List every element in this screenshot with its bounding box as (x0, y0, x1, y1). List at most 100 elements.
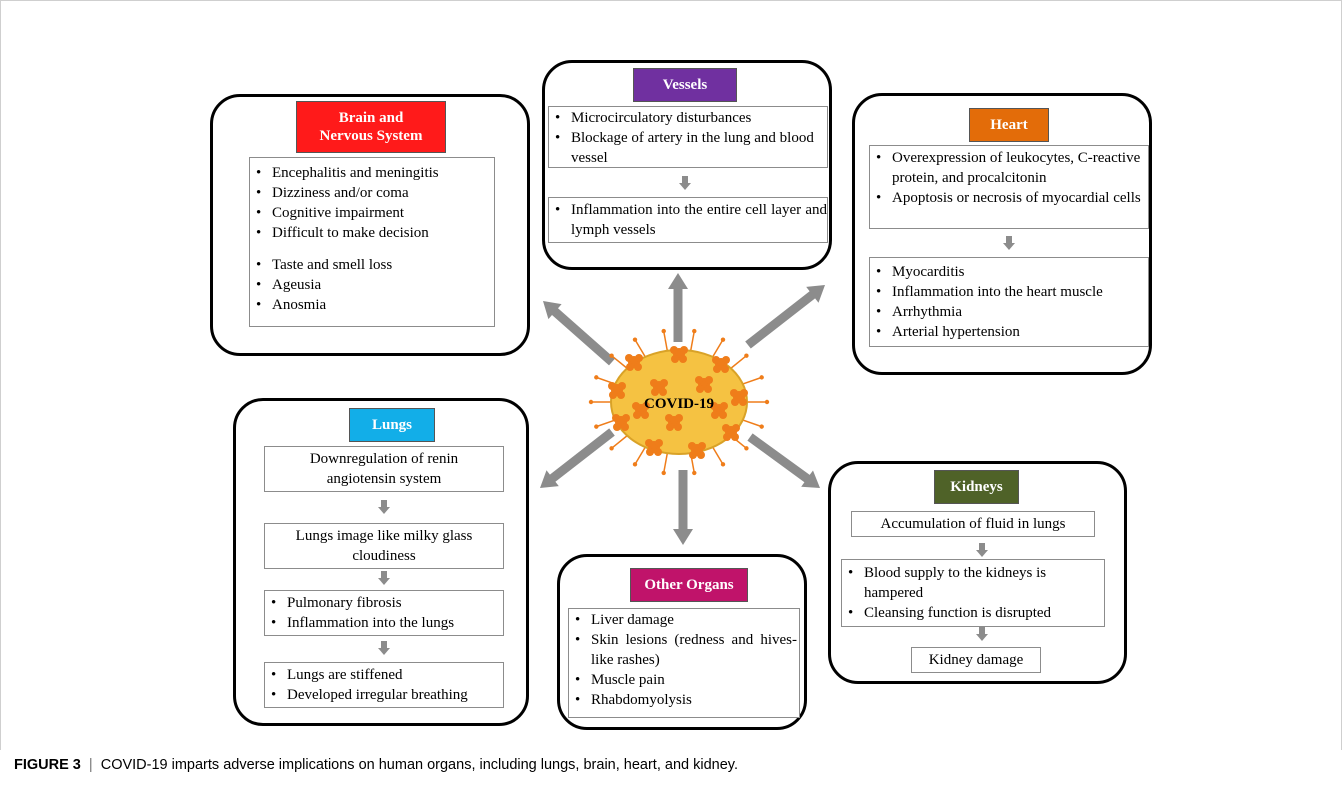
virus-protein-icon (695, 376, 713, 393)
virus-protein-icon (665, 414, 683, 431)
figure-caption: FIGURE 3 | COVID-19 imparts adverse impl… (14, 757, 738, 773)
list-item: Anosmia (250, 295, 494, 315)
down-arrow-icon (378, 641, 390, 655)
virus-spike-tip (692, 328, 697, 334)
covid-virus-icon: COVID-19 (588, 328, 770, 476)
list-item: Arrhythmia (870, 302, 1148, 322)
down-arrow-icon (679, 176, 691, 190)
virus-spike-tip (594, 424, 599, 429)
arrow-to-vessels (668, 273, 688, 342)
virus-protein-icon (670, 346, 688, 363)
list-item: Myocarditis (870, 262, 1148, 282)
list-item: Microcirculatory disturbances (549, 108, 827, 128)
heart-panel: Heart Overexpression of leukocytes, C-re… (852, 93, 1152, 375)
list-item: Taste and smell loss (250, 255, 494, 275)
list-item: Pulmonary fibrosis (265, 593, 503, 613)
list-item: Encephalitis and meningitis (250, 163, 494, 183)
virus-protein-icon (712, 356, 730, 373)
virus-spike-tip (759, 424, 764, 429)
brain-group1-list: Encephalitis and meningitisDizziness and… (250, 163, 494, 243)
virus-protein-icon (608, 382, 626, 399)
lungs-title: Lungs (349, 408, 435, 442)
arrow-to-heart (745, 285, 825, 349)
list-item: Rhabdomyolysis (569, 690, 797, 710)
list-item: Blockage of artery in the lung and blood… (549, 128, 827, 168)
covid-label: COVID-19 (644, 396, 714, 412)
kidneys-title: Kidneys (934, 470, 1019, 504)
list-item: Lungs are stiffened (265, 665, 503, 685)
vessels-box1: Microcirculatory disturbancesBlockage of… (548, 106, 828, 168)
list-item: Cognitive impairment (250, 203, 494, 223)
brain-group2-list: Taste and smell lossAgeusiaAnosmia (250, 255, 494, 315)
lungs-box1: Downregulation of renin angiotensin syst… (264, 446, 504, 492)
virus-spike-tip (632, 337, 638, 342)
virus-protein-icon (650, 379, 668, 396)
list-item: Cleansing function is disrupted (842, 603, 1104, 623)
virus-protein-icon (730, 389, 748, 406)
heart-title: Heart (969, 108, 1049, 142)
list-item: Apoptosis or necrosis of myocardial cell… (870, 188, 1148, 208)
list-item: Inflammation into the lungs (265, 613, 503, 633)
list-item: Arterial hypertension (870, 322, 1148, 342)
virus-spike (689, 330, 696, 354)
virus-spike-tip (661, 470, 666, 476)
vessels-title: Vessels (633, 68, 737, 102)
caption-label: FIGURE 3 (14, 757, 81, 773)
virus-spike-tip (759, 375, 764, 380)
heart-box1: Overexpression of leukocytes, C-reactive… (869, 145, 1149, 229)
down-arrow-icon (378, 500, 390, 514)
list-item: Difficult to make decision (250, 223, 494, 243)
other-organs-box: Liver damageSkin lesions (redness and hi… (568, 608, 800, 718)
heart-box2: MyocarditisInflammation into the heart m… (869, 257, 1149, 347)
virus-spike-tip (594, 375, 599, 380)
virus-spike-tip (744, 353, 749, 358)
kidneys-box2: Blood supply to the kidneys is hamperedC… (841, 559, 1105, 627)
kidneys-panel: Kidneys Accumulation of fluid in lungs B… (828, 461, 1127, 684)
virus-spike-tip (661, 328, 666, 334)
caption-text: COVID-19 imparts adverse implications on… (100, 757, 738, 773)
virus-spike-tip (744, 446, 749, 451)
virus-spike (662, 450, 669, 474)
list-item: Ageusia (250, 275, 494, 295)
arrow-to-lungs (540, 428, 615, 488)
virus-protein-icon (612, 414, 630, 431)
virus-protein-icon (632, 402, 650, 419)
caption-separator: | (88, 757, 93, 773)
virus-spike (662, 330, 669, 354)
virus-spike-tip (720, 462, 726, 467)
virus-spike-tip (609, 353, 614, 358)
arrow-to-brain (543, 301, 615, 366)
kidneys-box3: Kidney damage (911, 647, 1041, 673)
vessels-box2: Inflammation into the entire cell layer … (548, 197, 828, 243)
virus-protein-icon (722, 424, 740, 441)
lungs-box3: Pulmonary fibrosisInflammation into the … (264, 590, 504, 636)
brain-panel: Brain and Nervous System Encephalitis an… (210, 94, 530, 356)
brain-title-line1: Brain and (338, 110, 404, 126)
down-arrow-icon (378, 571, 390, 585)
list-item: Liver damage (569, 610, 797, 630)
brain-symptoms-box: Encephalitis and meningitisDizziness and… (249, 157, 495, 327)
down-arrow-icon (1003, 236, 1015, 250)
big-arrows (540, 273, 825, 545)
virus-protein-icon (710, 402, 728, 419)
lungs-panel: Lungs Downregulation of renin angiotensi… (233, 398, 529, 726)
lungs-box4: Lungs are stiffenedDeveloped irregular b… (264, 662, 504, 708)
virus-spike-tip (720, 337, 726, 342)
other-organs-title: Other Organs (630, 568, 748, 602)
list-item: Blood supply to the kidneys is hampered (842, 563, 1104, 603)
down-arrow-icon (976, 627, 988, 641)
virus-spike-tip (764, 399, 770, 405)
vessels-panel: Vessels Microcirculatory disturbancesBlo… (542, 60, 832, 270)
kidneys-box1: Accumulation of fluid in lungs (851, 511, 1095, 537)
arrow-to-kidneys (747, 433, 820, 488)
virus-protein-icon (688, 442, 706, 459)
virus-spike-tip (588, 399, 594, 405)
list-item: Inflammation into the entire cell layer … (549, 200, 827, 240)
list-item: Muscle pain (569, 670, 797, 690)
list-item: Inflammation into the heart muscle (870, 282, 1148, 302)
virus-spike-tip (632, 462, 638, 467)
virus-protein-icon (625, 354, 643, 371)
arrow-to-other (673, 470, 693, 545)
virus-spike-tip (609, 446, 614, 451)
